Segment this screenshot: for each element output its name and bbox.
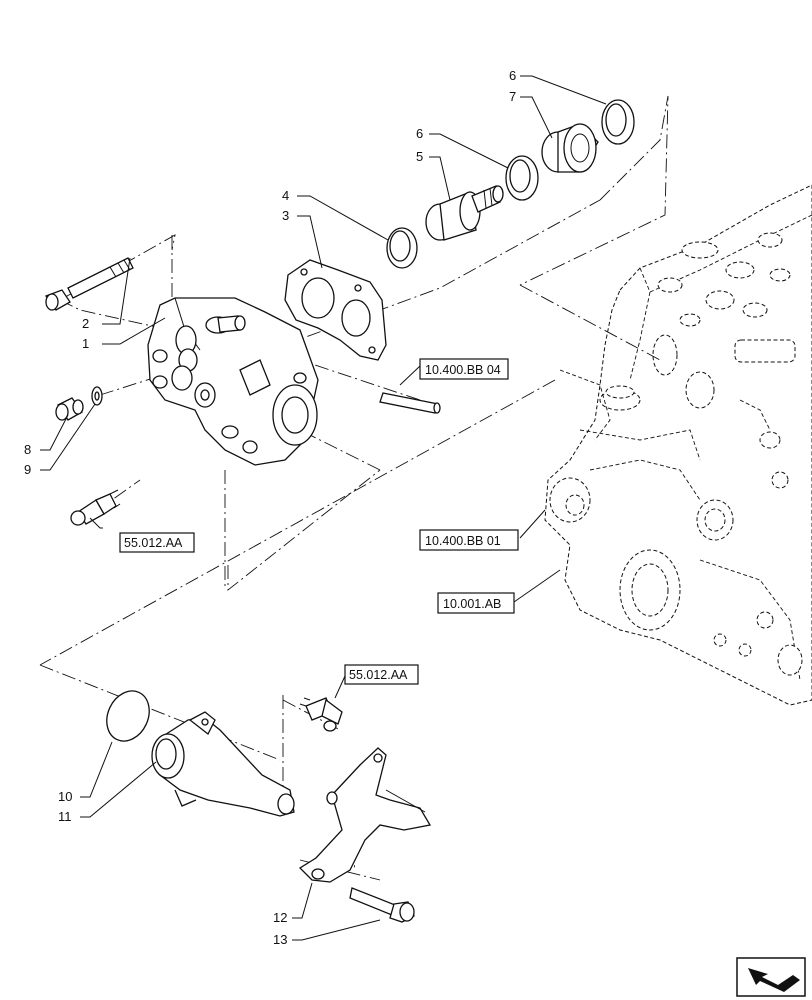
callout-8: 8 — [24, 442, 31, 457]
part-12-bracket — [298, 747, 432, 883]
part-3-gasket — [284, 259, 387, 361]
temperature-sensor-upper — [70, 489, 121, 526]
callout-10: 10 — [58, 789, 72, 804]
leader-lines — [40, 75, 607, 941]
callout-6-lower: 6 — [416, 126, 423, 141]
part-11-outlet-pipe — [151, 711, 295, 817]
callout-2: 2 — [82, 316, 89, 331]
callout-numbers: 2 1 4 3 6 5 6 7 8 9 10 11 12 13 — [24, 68, 516, 947]
ref-box-10-001-ab: 10.001.AB — [437, 592, 515, 614]
ref-label-10-001-ab: 10.001.AB — [443, 597, 501, 611]
ref-label-10-400-bb-01: 10.400.BB 01 — [425, 534, 501, 548]
ref-label-55-012-aa-lower: 55.012.AA — [349, 668, 408, 682]
callout-12: 12 — [273, 910, 287, 925]
part-9-washer — [91, 386, 103, 406]
part-13-bolt — [349, 887, 415, 923]
engine-block-outline — [544, 184, 812, 706]
callout-9: 9 — [24, 462, 31, 477]
ref-label-55-012-aa-upper: 55.012.AA — [124, 536, 183, 550]
part-8-plug — [55, 397, 84, 421]
callout-6-upper: 6 — [509, 68, 516, 83]
callout-7: 7 — [509, 89, 516, 104]
part-2-bolt — [44, 257, 134, 311]
part-4-seal-ring — [386, 227, 418, 269]
part-6-seal-ring-lower — [505, 155, 539, 201]
reference-boxes: 10.400.BB 04 55.012.AA 10.400.BB 01 10.0… — [119, 358, 519, 685]
part-5-thermostat — [425, 185, 504, 241]
callout-5: 5 — [416, 149, 423, 164]
callout-4: 4 — [282, 188, 289, 203]
part-7-sleeve — [541, 123, 599, 173]
ref-label-10-400-bb-04: 10.400.BB 04 — [425, 363, 501, 377]
part-10-o-ring — [106, 690, 150, 742]
arrow-navigation-icon[interactable] — [736, 957, 806, 997]
callout-3: 3 — [282, 208, 289, 223]
callout-11: 11 — [58, 809, 72, 824]
ref-box-10-400-bb-04: 10.400.BB 04 — [419, 358, 509, 380]
dowel-pin — [379, 392, 441, 414]
part-6-seal-ring-upper — [601, 99, 635, 145]
ref-box-55-012-aa-upper: 55.012.AA — [119, 532, 195, 553]
temperature-sensor-lower — [299, 697, 343, 732]
ref-box-10-400-bb-01: 10.400.BB 01 — [419, 529, 519, 551]
callout-13: 13 — [273, 932, 287, 947]
callout-1: 1 — [82, 336, 89, 351]
part-1-thermostat-housing — [147, 297, 319, 466]
ref-box-55-012-aa-lower: 55.012.AA — [344, 664, 419, 685]
